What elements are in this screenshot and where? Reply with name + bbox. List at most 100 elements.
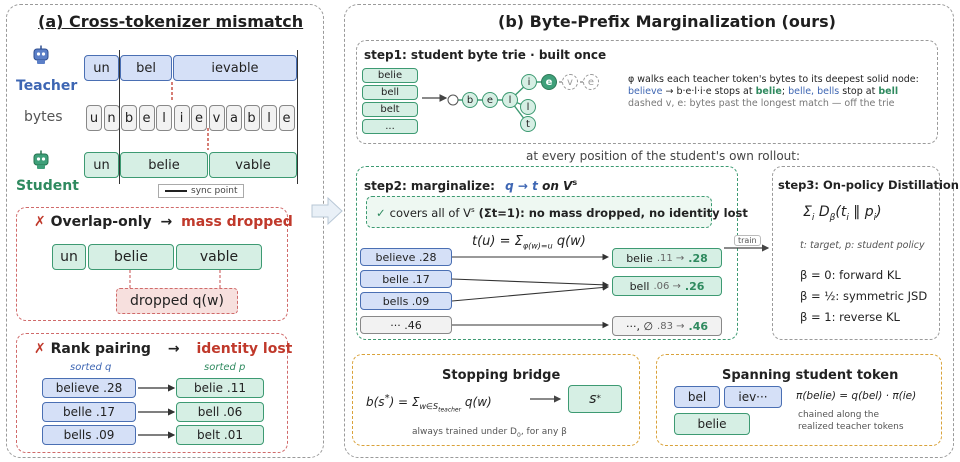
trie-node: e bbox=[541, 74, 557, 90]
stopping-bridge-box bbox=[352, 354, 640, 446]
trie-node: e bbox=[482, 92, 498, 108]
panel-a-title: (a) Cross-tokenizer mismatch bbox=[38, 12, 304, 31]
step2-right-token: belie.11 →.28 bbox=[612, 248, 722, 268]
byte-cell: b bbox=[243, 105, 260, 131]
spanning-teacher-token: bel bbox=[674, 386, 720, 408]
panel-b bbox=[344, 4, 954, 458]
rank-left-token: belle .17 bbox=[42, 402, 136, 422]
trie-node: i bbox=[521, 74, 537, 90]
sync-line bbox=[297, 50, 298, 184]
covers-text: ✓ covers all of Vs (Σt=1): no mass dropp… bbox=[376, 206, 748, 220]
rank-left-token: believe .28 bbox=[42, 378, 136, 398]
step3-case: β = ½: symmetric JSD bbox=[800, 289, 928, 303]
trie-node: b bbox=[462, 92, 478, 108]
trie-node: l bbox=[520, 99, 536, 115]
panel-a bbox=[6, 4, 324, 458]
panel-arrow-icon bbox=[311, 196, 343, 226]
sorted-q-label: sorted q bbox=[70, 362, 112, 373]
byte-cell: l bbox=[156, 105, 172, 131]
step2-left-token: bells .09 bbox=[360, 292, 452, 310]
step2-left-token: believe .28 bbox=[360, 248, 452, 266]
stop-token: s* bbox=[568, 385, 622, 413]
dropped-box: dropped q(w) bbox=[116, 288, 238, 314]
rank-title: ✗ Rank pairing → identity lost bbox=[34, 341, 293, 357]
overlap-token: belie bbox=[88, 244, 174, 270]
step2-right-token: ···, ∅.83 →.46 bbox=[612, 316, 722, 336]
byte-cell: n bbox=[103, 105, 120, 131]
step1-desc3: dashed v, e: bytes past the longest matc… bbox=[628, 98, 895, 109]
covers-banner bbox=[366, 196, 712, 228]
step3-case: β = 0: forward KL bbox=[800, 268, 901, 282]
train-arrow bbox=[724, 244, 770, 252]
robot-icon-student bbox=[33, 150, 49, 169]
robot-icon-teacher bbox=[33, 45, 49, 64]
byte-cell: i bbox=[173, 105, 190, 131]
marginalize-arrows bbox=[452, 253, 610, 329]
vocab-to-trie-arrow bbox=[422, 94, 448, 102]
step1-title: step1: student byte trie · built once bbox=[364, 48, 607, 62]
byte-cell: b bbox=[121, 105, 137, 131]
byte-cell: e bbox=[191, 105, 207, 131]
spanning-teacher-token: iev··· bbox=[724, 386, 782, 408]
byte-cell: a bbox=[226, 105, 242, 131]
spanning-note: realized teacher tokens bbox=[798, 422, 904, 432]
rank-right-token: bell .06 bbox=[176, 402, 264, 422]
step1-desc2: believe → b·e·l·i·e stops at belie; bell… bbox=[628, 86, 899, 97]
trie-node: l bbox=[502, 92, 518, 108]
step1-box bbox=[356, 40, 938, 144]
byte-cell: v bbox=[208, 105, 225, 131]
byte-cell: e bbox=[138, 105, 155, 131]
overlap-token: un bbox=[52, 244, 86, 270]
step3-box bbox=[772, 166, 940, 340]
step3-case: β = 1: reverse KL bbox=[800, 310, 900, 324]
stopping-formula: b(s*) = Σw∈Steacher q(w) bbox=[366, 393, 492, 414]
stopping-note: always trained under D0, for any β bbox=[412, 427, 567, 439]
rank-arrows bbox=[138, 384, 176, 439]
vocab-item: belie bbox=[362, 68, 418, 83]
overlap-title: ✗ Overlap-only → mass dropped bbox=[34, 214, 293, 230]
rank-right-token: belt .01 bbox=[176, 425, 264, 445]
rank-left-token: bells .09 bbox=[42, 425, 136, 445]
teacher-token: ievable bbox=[173, 55, 297, 81]
panel-b-title: (b) Byte-Prefix Marginalization (ours) bbox=[498, 12, 836, 31]
byte-cell: l bbox=[261, 105, 277, 131]
vocab-item: ... bbox=[362, 119, 418, 134]
dropped-connectors bbox=[129, 270, 221, 288]
step2-formula: t(u) = Σφ(w)=u q(w) bbox=[472, 234, 586, 251]
sorted-p-label: sorted p bbox=[204, 362, 246, 373]
step2-left-token: belle .17 bbox=[360, 270, 452, 288]
stopping-title: Stopping bridge bbox=[442, 368, 561, 383]
trie-node: e bbox=[583, 74, 599, 90]
student-token: vable bbox=[209, 152, 297, 178]
student-token: belie bbox=[120, 152, 208, 178]
teacher-label: Teacher bbox=[16, 78, 78, 94]
spanning-note: chained along the bbox=[798, 410, 880, 420]
spanning-student-token: belie bbox=[674, 413, 750, 435]
middle-caption: at every position of the student's own r… bbox=[526, 149, 801, 163]
mismatch-dash-lines bbox=[171, 82, 209, 150]
step2-left-token: ··· .46 bbox=[360, 316, 452, 334]
x-mark-icon: ✗ bbox=[34, 214, 46, 230]
vocab-item: bell bbox=[362, 85, 418, 100]
spanning-box bbox=[656, 354, 942, 446]
trie-node: t bbox=[520, 116, 536, 132]
student-label: Student bbox=[16, 178, 79, 194]
sync-line bbox=[119, 50, 120, 184]
step3-formula: Σi Dβ(ti ‖ pi) bbox=[803, 204, 882, 223]
step2-right-token: bell.06 →.26 bbox=[612, 276, 722, 296]
step2-title: step2: marginalize: q → t on Vs bbox=[364, 178, 578, 193]
spanning-formula: π(belie) = q(bel) · π(ie) bbox=[796, 390, 917, 402]
x-mark-icon: ✗ bbox=[34, 341, 46, 357]
teacher-token: un bbox=[84, 55, 119, 81]
sync-legend-label: sync point bbox=[191, 186, 238, 196]
stopping-arrow bbox=[530, 395, 562, 403]
step1-desc1: φ walks each teacher token's bytes to it… bbox=[628, 74, 919, 85]
step2-box bbox=[356, 166, 738, 340]
sync-legend-line-icon bbox=[165, 190, 187, 192]
train-label: train bbox=[734, 235, 761, 246]
vocab-item: belt bbox=[362, 102, 418, 117]
spanning-title: Spanning student token bbox=[722, 368, 899, 383]
teacher-token: bel bbox=[120, 55, 172, 81]
bytes-label: bytes bbox=[24, 109, 63, 125]
sync-legend: sync point bbox=[158, 184, 245, 198]
